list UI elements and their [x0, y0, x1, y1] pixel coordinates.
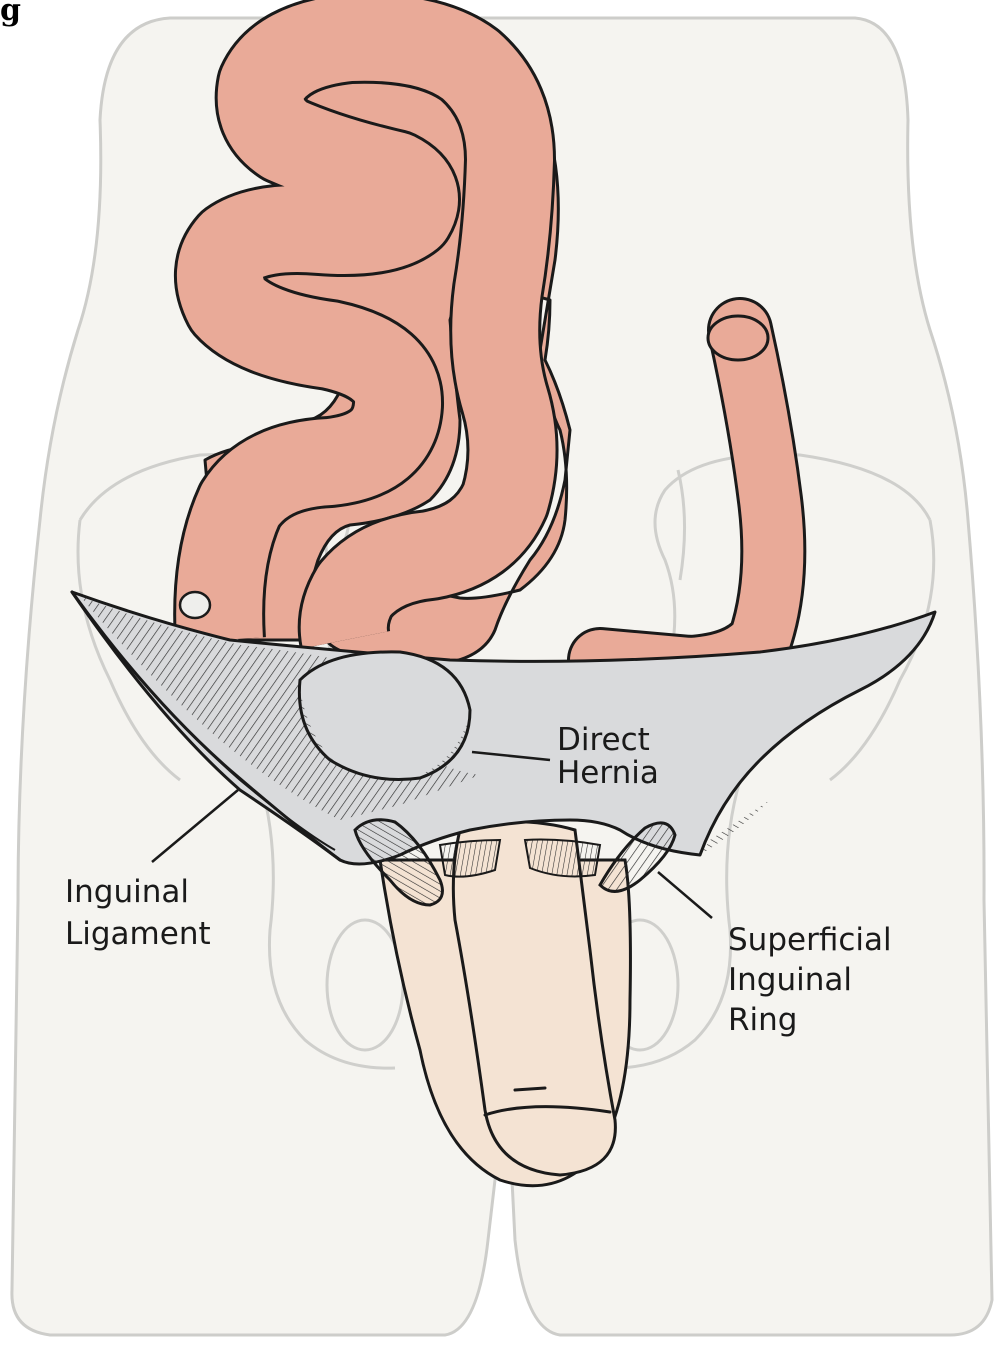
svg-text:Ligament: Ligament [65, 916, 211, 952]
svg-text:Superficial: Superficial [728, 922, 892, 958]
bowel-tube [219, 38, 512, 640]
corner-label: g [0, 0, 21, 28]
svg-text:Direct: Direct [557, 722, 650, 758]
svg-text:Inguinal: Inguinal [65, 874, 189, 910]
vessel-stub [180, 592, 210, 618]
svg-text:Hernia: Hernia [557, 755, 659, 791]
svg-text:Ring: Ring [728, 1002, 797, 1038]
svg-text:Inguinal: Inguinal [728, 962, 852, 998]
label-direct-hernia: Direct Hernia [557, 722, 659, 791]
